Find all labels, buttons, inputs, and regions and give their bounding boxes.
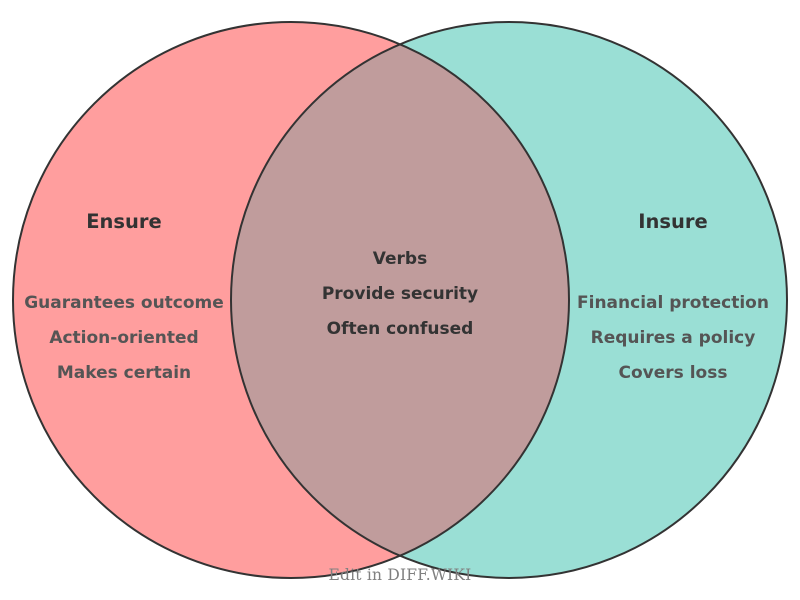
list-item: Provide security (321, 284, 479, 304)
left-set-outline (12, 21, 570, 579)
list-item: Often confused (326, 319, 474, 339)
left-set-title-text: Ensure (86, 210, 162, 233)
intersection-region[interactable] (231, 22, 787, 578)
list-item: Financial protection (577, 293, 769, 313)
list-item: Guarantees outcome (24, 293, 224, 313)
right-set-outline (230, 21, 788, 579)
list-item: Action-oriented (49, 328, 199, 348)
list-item: Covers loss (618, 363, 728, 383)
list-item: Verbs (372, 249, 428, 269)
intersection-items: Verbs Provide security Often confused (280, 242, 520, 347)
left-item-list: Guarantees outcome Action-oriented Makes… (4, 286, 244, 391)
right-set-title-text: Insure (638, 210, 708, 233)
right-set-title: Insure (573, 210, 773, 234)
list-item: Requires a policy (590, 328, 756, 348)
edit-watermark-link[interactable]: Edit in DIFF.WIKI (328, 566, 472, 584)
left-set-items: Guarantees outcome Action-oriented Makes… (4, 286, 244, 391)
right-item-list: Financial protection Requires a policy C… (553, 286, 793, 391)
left-set-title: Ensure (24, 210, 224, 234)
list-item: Makes certain (56, 363, 192, 383)
right-set-items: Financial protection Requires a policy C… (553, 286, 793, 391)
intersection-item-list: Verbs Provide security Often confused (280, 242, 520, 347)
